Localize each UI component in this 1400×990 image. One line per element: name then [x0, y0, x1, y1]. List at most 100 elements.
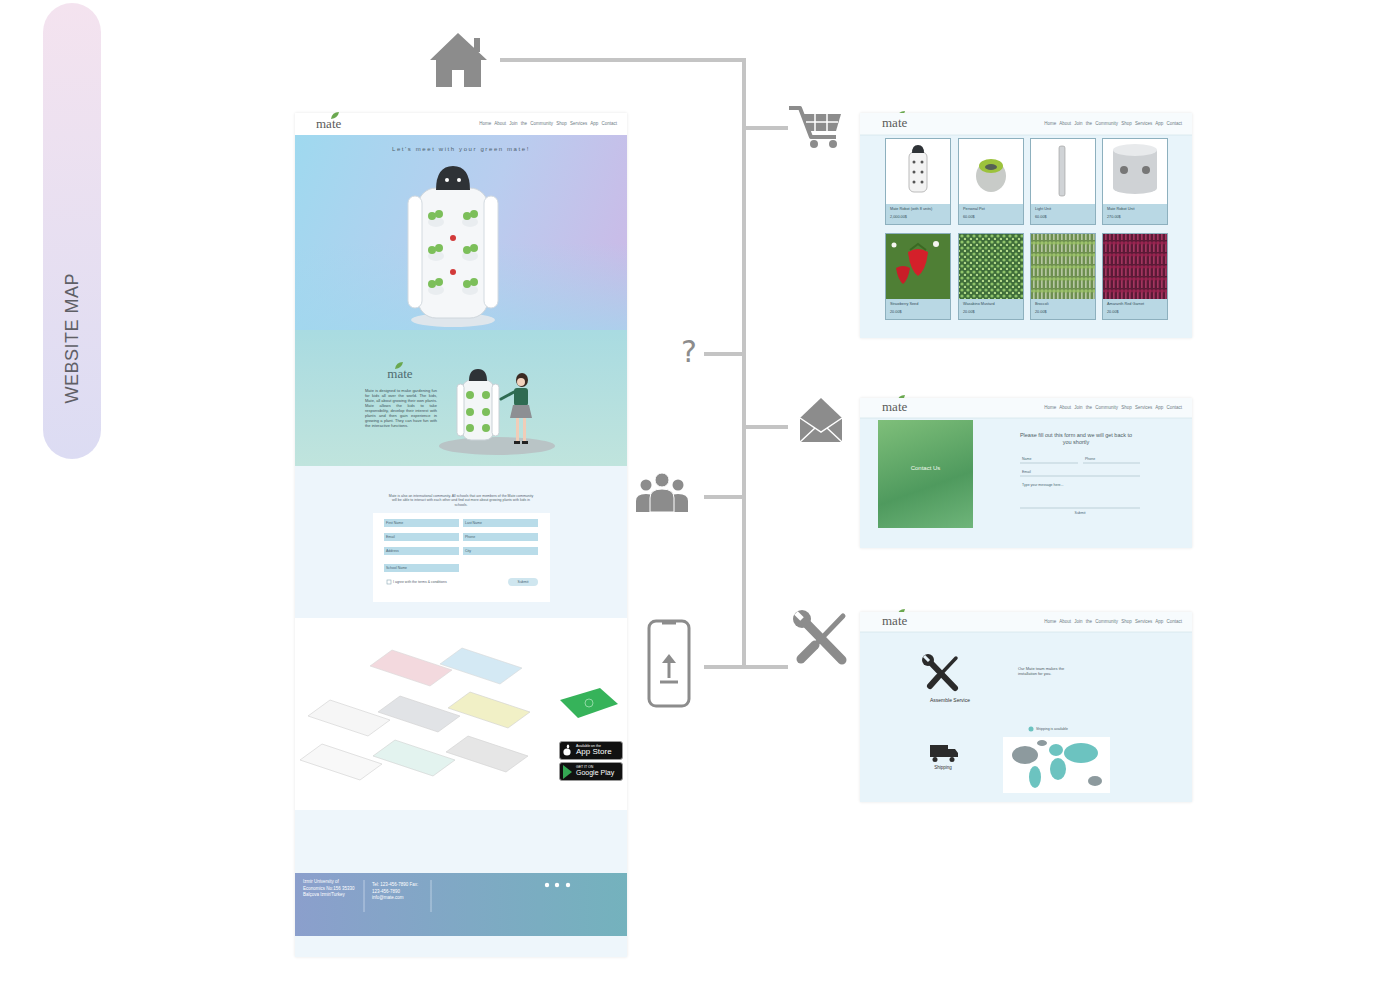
- icon-label: ?: [678, 334, 700, 370]
- node-text: Amaranth Red Garnet: [1107, 302, 1165, 307]
- node-text: Submit: [508, 580, 538, 584]
- envelope-icon-part: [800, 398, 842, 442]
- node-text: Please fill out this form and we will ge…: [1017, 432, 1135, 446]
- node-text: 20.00$: [890, 310, 948, 315]
- node-text: Phone: [1085, 457, 1135, 461]
- node-text: Phone: [465, 535, 535, 539]
- node-text: Home About Join the Community Shop Servi…: [1020, 121, 1182, 127]
- cart-icon-part: [789, 108, 836, 137]
- house-icon-part: [430, 33, 487, 87]
- product-card: Mate Robot (with 8 units) 2,000.00$: [885, 138, 951, 225]
- cart-icon-part: [806, 114, 838, 131]
- product-card: Mate Robot Unit270.00$: [1102, 138, 1168, 225]
- node-text: 20.00$: [1107, 310, 1165, 315]
- contact-image: Contact Us: [878, 420, 973, 528]
- phone-upload-icon: [649, 621, 689, 706]
- phone-upload-icon-part: [660, 681, 678, 684]
- node-text: 60.00$: [1035, 215, 1093, 220]
- node-text: Last Name: [465, 521, 535, 525]
- cart-icon-part: [803, 114, 841, 131]
- hero-section: Let's meet with your green mate!: [295, 135, 627, 330]
- product-card: Strawberry Seed 20.00$: [885, 233, 951, 320]
- google-play-button: GET IT ONGoogle Play: [559, 762, 623, 781]
- node-text: Our Mate team makes the installation for…: [1018, 666, 1082, 676]
- community-section: Mate is also an international community.…: [295, 466, 627, 618]
- node-text: mate: [316, 116, 356, 132]
- node-text: App Store: [576, 748, 622, 757]
- node-text: Home About Join the Community Shop Servi…: [455, 121, 617, 127]
- node-text: First Name: [386, 521, 456, 525]
- node-text: I agree with the terms & conditions: [393, 580, 483, 584]
- people-icon-part: [655, 473, 669, 487]
- people-icon-part: [671, 494, 688, 512]
- cart-icon-part: [829, 140, 837, 148]
- envelope-icon: [800, 398, 842, 442]
- node-text: Broccoli: [1035, 302, 1093, 307]
- node-text: Home About Join the Community Shop Servi…: [1020, 405, 1182, 411]
- node-text: Submit: [1068, 511, 1092, 515]
- node-text: Izmir University of Economics No:156 353…: [303, 879, 361, 899]
- phone-upload-icon-part: [662, 622, 676, 625]
- node-text: 20.00$: [963, 310, 1021, 315]
- product-card: Wasabino Mustard 20.00$: [958, 233, 1024, 320]
- node-text: Mate is designed to make gardening fun f…: [365, 388, 437, 428]
- title-pill: WEBSITE MAP: [43, 3, 101, 459]
- product-card: Amaranth Red Garnet 20.00$: [1102, 233, 1168, 320]
- node-text: 2,000.00$: [890, 215, 948, 220]
- people-icon-part: [641, 480, 652, 491]
- tools-icon-part: [806, 623, 842, 660]
- about-section: mateMate is designed to make gardening f…: [295, 330, 627, 466]
- people-icon-part: [650, 489, 674, 512]
- people-icon: [636, 473, 688, 512]
- node-text: mate: [882, 399, 922, 415]
- node-text: Tel: 123-456-7890 Fax: 123-456-7890 info…: [372, 882, 422, 902]
- node-text: Home About Join the Community Shop Servi…: [1020, 619, 1182, 625]
- home-page: mate Home About Join the Community Shop S…: [295, 113, 627, 957]
- node-text: City: [465, 549, 535, 553]
- services-page: mate Home About Join the Community Shop S…: [860, 612, 1192, 802]
- node-text: Shipping: [923, 765, 963, 771]
- house-icon: [430, 33, 487, 87]
- node-text: Google Play: [576, 769, 622, 777]
- people-icon-part: [636, 494, 653, 512]
- node-text: GET IT ON: [576, 765, 622, 769]
- phone-upload-icon-part: [662, 654, 676, 663]
- envelope-icon-part: [800, 418, 842, 442]
- contact-page: mate Home About Join the Community Shop S…: [860, 398, 1192, 548]
- node-text: Personal Pot: [963, 207, 1021, 212]
- node-text: Mate is also an international community.…: [388, 494, 534, 507]
- people-icon-part: [673, 480, 684, 491]
- cart-icon: [789, 108, 841, 148]
- tools-icon-part: [818, 616, 843, 642]
- house-icon-part: [474, 38, 480, 52]
- node-text: Let's meet with your green mate!: [295, 146, 627, 154]
- node-text: 20.00$: [1035, 310, 1093, 315]
- tools-icon: [793, 610, 843, 660]
- node-text: Wasabino Mustard: [963, 302, 1021, 307]
- node-text: Strawberry Seed: [890, 302, 948, 307]
- node-text: Type your message here...: [1022, 483, 1102, 487]
- product-card: Broccoli 20.00$: [1030, 233, 1096, 320]
- node-text: Mate Robot Unit: [1107, 207, 1165, 212]
- node-text: Contact Us: [878, 465, 973, 473]
- node-text: Email: [1022, 470, 1082, 474]
- node-text: Light Unit: [1035, 207, 1093, 212]
- shop-page: mateHome About Join the Community Shop S…: [860, 113, 1192, 338]
- footer-band: Izmir University of Economics No:156 353…: [295, 873, 627, 936]
- product-card: Light Unit 60.00$: [1030, 138, 1096, 225]
- tools-icon-part: [793, 610, 811, 628]
- page-headers: [860, 113, 1192, 632]
- node-text: Mate Robot (with 8 units): [890, 207, 948, 212]
- cart-icon-part: [810, 140, 818, 148]
- node-text: School Name: [386, 566, 456, 570]
- signup-form: First Name Last NameEmail PhoneAddress City…: [373, 513, 550, 602]
- node-text: 60.00$: [963, 215, 1021, 220]
- phone-upload-icon-part: [668, 660, 671, 678]
- product-card: Personal Pot 60.00$: [958, 138, 1024, 225]
- node-text: mate: [882, 613, 922, 629]
- node-text: Address: [386, 549, 456, 553]
- node-text: Shipping is available: [1036, 727, 1091, 731]
- node-text: Email: [386, 535, 456, 539]
- node-text: mate: [380, 366, 420, 382]
